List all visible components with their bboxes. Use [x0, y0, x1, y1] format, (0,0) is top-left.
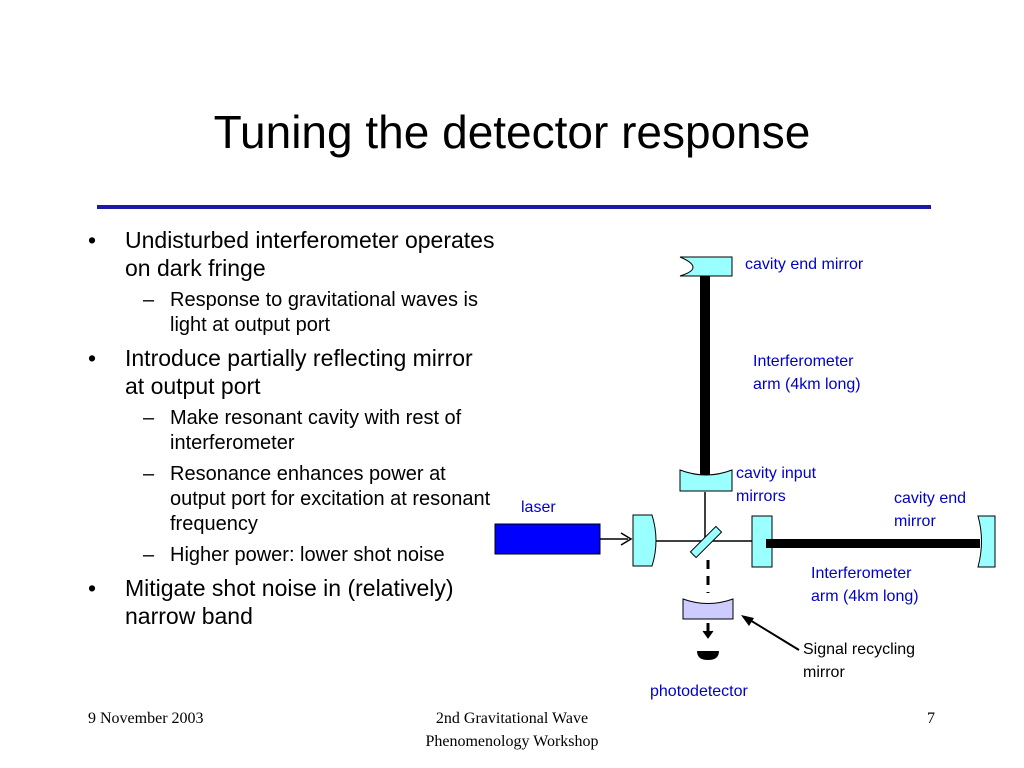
bullet-marker: •	[88, 345, 97, 371]
bullet-marker: •	[88, 227, 97, 253]
bullet-item: • Introduce partially reflecting mirror a…	[88, 344, 498, 400]
sub-bullet-item: –Resonance enhances power at output port…	[88, 462, 498, 537]
laser-beam-arrowhead	[620, 532, 633, 546]
signal-recycling-mirror	[682, 598, 734, 620]
label-cavity-input-line2: mirrors	[736, 488, 786, 505]
bullet-text: Response to gravitational waves is light…	[170, 289, 478, 336]
bullet-text: Make resonant cavity with rest of interf…	[170, 407, 462, 454]
label-cavity-input-line1: cavity input	[736, 465, 817, 482]
signal-recycling-pointer-arrowhead	[741, 615, 754, 626]
label-arm-right-line2: arm (4km long)	[811, 588, 919, 605]
bullet-text: Resonance enhances power at output port …	[170, 463, 491, 535]
dash-marker: –	[143, 463, 155, 485]
footer-event-line2: Phenomenology Workshop	[425, 733, 599, 750]
label-cavity-end-right-line1: cavity end	[894, 490, 967, 507]
footer-page-number: 7	[927, 710, 935, 727]
signal-recycling-pointer	[744, 616, 800, 651]
sub-bullet-item: –Make resonant cavity with rest of inter…	[88, 406, 498, 456]
right-arm	[766, 539, 980, 548]
footer-date: 9 November 2003	[88, 710, 204, 727]
dash-marker: –	[143, 544, 155, 566]
bullet-text: Undisturbed interferometer operates on d…	[125, 227, 495, 281]
right-end-mirror	[977, 515, 996, 568]
label-arm-top-line2: arm (4km long)	[753, 376, 861, 393]
label-signal-recycling-line2: mirror	[803, 664, 845, 681]
bullet-list: • Undisturbed interferometer operates on …	[88, 226, 498, 636]
bullet-marker: •	[88, 575, 97, 601]
footer-event-line1: 2nd Gravitational Wave	[435, 710, 589, 727]
top-end-mirror	[679, 256, 733, 277]
top-arm	[700, 273, 710, 479]
slide-title: Tuning the detector response	[213, 106, 811, 158]
bullet-text: Mitigate shot noise in (relatively) narr…	[125, 575, 454, 629]
label-cavity-end-right-line2: mirror	[894, 513, 936, 530]
dash-marker: –	[143, 407, 155, 429]
beam-splitter	[689, 525, 723, 559]
top-input-mirror	[679, 469, 733, 492]
label-cavity-end-mirror-top: cavity end mirror	[745, 256, 864, 273]
photodetector-icon	[697, 651, 719, 660]
sub-bullet-item: –Higher power: lower shot noise	[88, 543, 498, 568]
bullet-text: Higher power: lower shot noise	[170, 544, 445, 566]
title-divider	[97, 205, 931, 209]
label-photodetector: photodetector	[650, 683, 748, 700]
power-recycling-mirror	[632, 514, 657, 567]
bullet-item: • Undisturbed interferometer operates on …	[88, 226, 498, 282]
to-detector-arrowhead	[702, 630, 714, 639]
dash-marker: –	[143, 289, 155, 311]
label-signal-recycling-line1: Signal recycling	[803, 641, 916, 658]
bullet-item: • Mitigate shot noise in (relatively) nar…	[88, 574, 498, 630]
laser	[494, 523, 601, 555]
label-arm-top-line1: Interferometer	[753, 353, 854, 370]
label-laser: laser	[521, 499, 556, 516]
sub-bullet-item: –Response to gravitational waves is ligh…	[88, 288, 498, 338]
label-arm-right-line1: Interferometer	[811, 565, 912, 582]
bullet-text: Introduce partially reflecting mirror at…	[125, 345, 473, 399]
